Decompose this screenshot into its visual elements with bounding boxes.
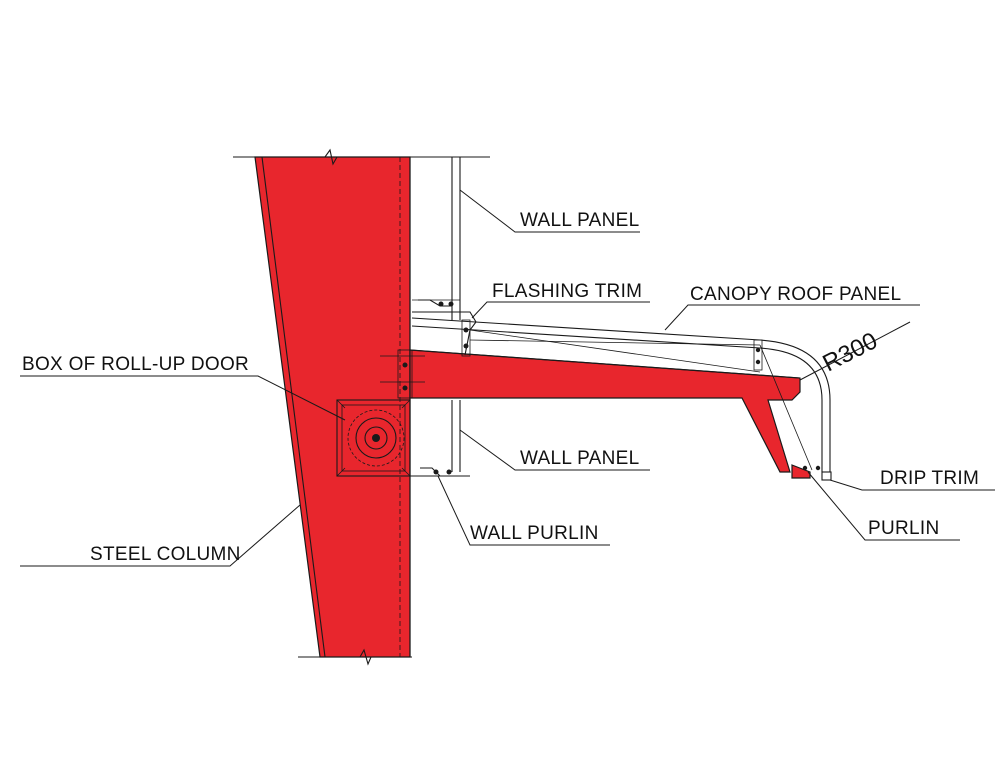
label-wall-panel-top: WALL PANEL (520, 210, 640, 231)
canopy-beam (409, 349, 811, 479)
label-steel-column: STEEL COLUMN (90, 544, 241, 565)
canopy-roof-panel (411, 317, 831, 472)
label-wall-purlin: WALL PURLIN (470, 523, 599, 544)
label-canopy-roof-panel: CANOPY ROOF PANEL (690, 284, 901, 305)
leader-lines (20, 189, 995, 567)
drip-trim (802, 465, 832, 481)
label-box-of-roll-up-door: BOX OF ROLL-UP DOOR (22, 354, 249, 375)
label-purlin: PURLIN (868, 518, 939, 539)
label-wall-panel-bottom: WALL PANEL (520, 448, 640, 469)
label-drip-trim: DRIP TRIM (880, 468, 979, 489)
roll-up-door-box (336, 399, 411, 477)
label-flashing-trim: FLASHING TRIM (492, 281, 642, 302)
wall-panel-upper (412, 156, 490, 320)
wall-panel-lower (410, 400, 470, 477)
flashing-trim (412, 311, 477, 357)
steel-column (233, 148, 412, 666)
label-radius-dimension: R300 (818, 327, 881, 377)
wall-purlin (420, 467, 452, 477)
connection-plates (380, 299, 763, 399)
